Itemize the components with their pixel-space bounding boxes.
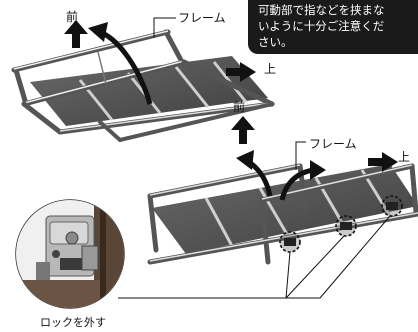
warning-line-3: さい。 bbox=[258, 35, 293, 49]
label-front-lower: 前 bbox=[233, 100, 246, 114]
lock-leader-1 bbox=[118, 251, 291, 299]
label-unlock: ロックを外す bbox=[40, 316, 106, 329]
upper-side-rail bbox=[21, 59, 275, 135]
label-frame-lower: フレーム bbox=[309, 137, 357, 151]
label-up-upper: 上 bbox=[264, 62, 277, 76]
label-frame-upper: フレーム bbox=[178, 11, 226, 25]
lower-up-arrow bbox=[368, 152, 398, 172]
lower-front-arrow bbox=[231, 116, 255, 144]
warning-line-2: いように十分ご注意くだ bbox=[258, 19, 385, 33]
upper-up-arrow bbox=[226, 62, 256, 82]
upper-frame-diagram bbox=[11, 17, 275, 142]
upper-rotate-arrow bbox=[98, 29, 153, 105]
lower-second-frame bbox=[259, 163, 418, 265]
lower-frame-leader bbox=[295, 141, 306, 170]
upper-back-frame bbox=[11, 29, 187, 107]
lock-detail-circle bbox=[15, 199, 125, 309]
upper-front-arrow bbox=[64, 20, 88, 48]
lower-bed-plate bbox=[152, 164, 418, 254]
warning-note: 可動部で指などを挟まな いように十分ご注意くだ さい。 bbox=[248, 0, 418, 54]
upper-folded-frame bbox=[98, 102, 274, 142]
label-front-upper: 前 bbox=[66, 10, 79, 24]
upper-frame-leader bbox=[153, 17, 176, 38]
warning-line-1: 可動部で指などを挟まな bbox=[258, 3, 385, 17]
label-up-lower: 上 bbox=[398, 150, 411, 164]
lower-frame-diagram bbox=[118, 116, 418, 299]
